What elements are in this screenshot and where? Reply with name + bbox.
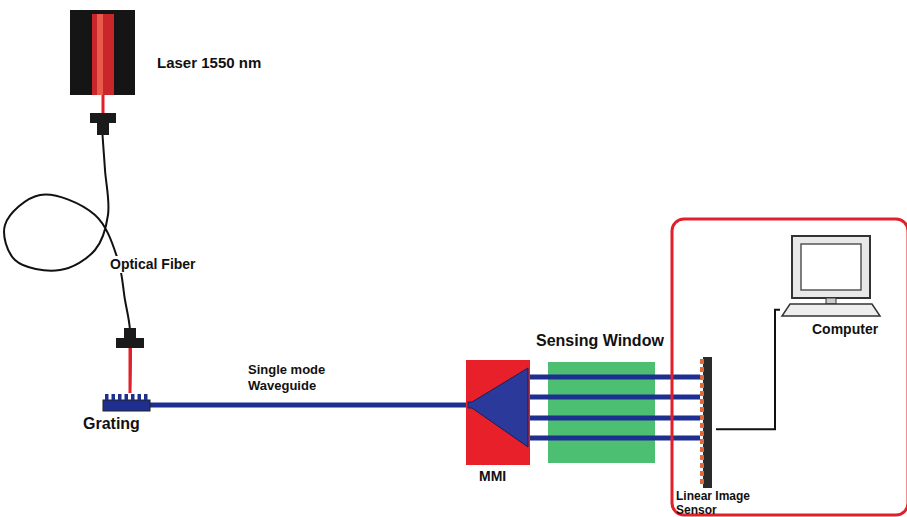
fiber-connector bbox=[90, 113, 116, 123]
node-label: Linear Image Sensor bbox=[676, 490, 776, 517]
waveguide bbox=[530, 377, 548, 438]
grating-tooth bbox=[138, 394, 142, 400]
monitor-neck bbox=[826, 298, 836, 304]
node-label: Sensing Window bbox=[536, 332, 664, 350]
mmi-taper bbox=[468, 368, 528, 447]
readout-frame bbox=[672, 219, 907, 515]
laser-source: Laser 1550 nm bbox=[70, 10, 135, 135]
sensor-pixel bbox=[700, 375, 704, 380]
sensor-pixel bbox=[700, 439, 704, 444]
sensor-pixels bbox=[700, 359, 704, 484]
sensor-pixel bbox=[700, 359, 704, 364]
sensor-pixel bbox=[700, 455, 704, 460]
sensor-pixel bbox=[700, 383, 704, 388]
grating-tooth bbox=[112, 394, 116, 400]
waveguide bbox=[548, 395, 655, 400]
sensor-pixel bbox=[700, 367, 704, 372]
laser-output bbox=[102, 95, 105, 115]
computer: Computer bbox=[780, 235, 880, 318]
node-label: Computer bbox=[812, 321, 878, 337]
grating-tooth bbox=[125, 394, 129, 400]
grating-coupler bbox=[103, 400, 150, 411]
keyboard bbox=[782, 304, 880, 316]
waveguide bbox=[655, 377, 700, 438]
waveguide bbox=[150, 403, 466, 408]
image-sensor: Linear Image Sensor bbox=[700, 355, 716, 490]
grating-coupler: Grating bbox=[103, 393, 150, 411]
waveguide bbox=[548, 416, 655, 421]
sensing-window: Sensing Window bbox=[548, 362, 655, 463]
laser-body bbox=[70, 10, 135, 95]
grating-tooth bbox=[105, 394, 109, 400]
grating-tooth bbox=[118, 394, 122, 400]
fiber-connector bbox=[97, 123, 109, 135]
sensor-pixel bbox=[700, 391, 704, 396]
sensor-pixel bbox=[700, 415, 704, 420]
signal-wire bbox=[716, 310, 780, 430]
monitor bbox=[792, 236, 870, 298]
grating-teeth bbox=[105, 394, 148, 400]
fiber-output bbox=[129, 348, 132, 393]
sensor-pixel bbox=[700, 423, 704, 428]
sensor-pixel bbox=[700, 407, 704, 412]
sensor-pixel bbox=[700, 431, 704, 436]
node-label: MMI bbox=[479, 468, 506, 484]
node-label: Laser 1550 nm bbox=[157, 54, 261, 71]
edge-label: Optical Fiber bbox=[108, 256, 198, 273]
waveguide bbox=[548, 375, 655, 380]
grating-tooth bbox=[144, 394, 148, 400]
sensing-window bbox=[548, 362, 655, 463]
sensor-pixel bbox=[700, 399, 704, 404]
image-sensor-bar bbox=[703, 357, 712, 488]
sensor-pixel bbox=[700, 463, 704, 468]
laser-beam-highlight bbox=[97, 14, 103, 95]
waveguide bbox=[548, 436, 655, 441]
mmi-block bbox=[466, 360, 530, 465]
sensing-waveguides bbox=[548, 377, 655, 438]
monitor-screen bbox=[801, 244, 861, 290]
mmi-splitter: MMI bbox=[466, 360, 530, 465]
sensor-pixel bbox=[700, 447, 704, 452]
edge-label: Single mode Waveguide bbox=[246, 362, 360, 393]
node-label: Grating bbox=[83, 415, 140, 433]
sensor-pixel bbox=[700, 479, 704, 484]
fiber-connector bbox=[124, 328, 136, 338]
fiber-connector bbox=[116, 338, 144, 348]
laser-beam-core bbox=[92, 14, 114, 95]
sensor-pixel bbox=[700, 471, 704, 476]
grating-tooth bbox=[131, 394, 135, 400]
